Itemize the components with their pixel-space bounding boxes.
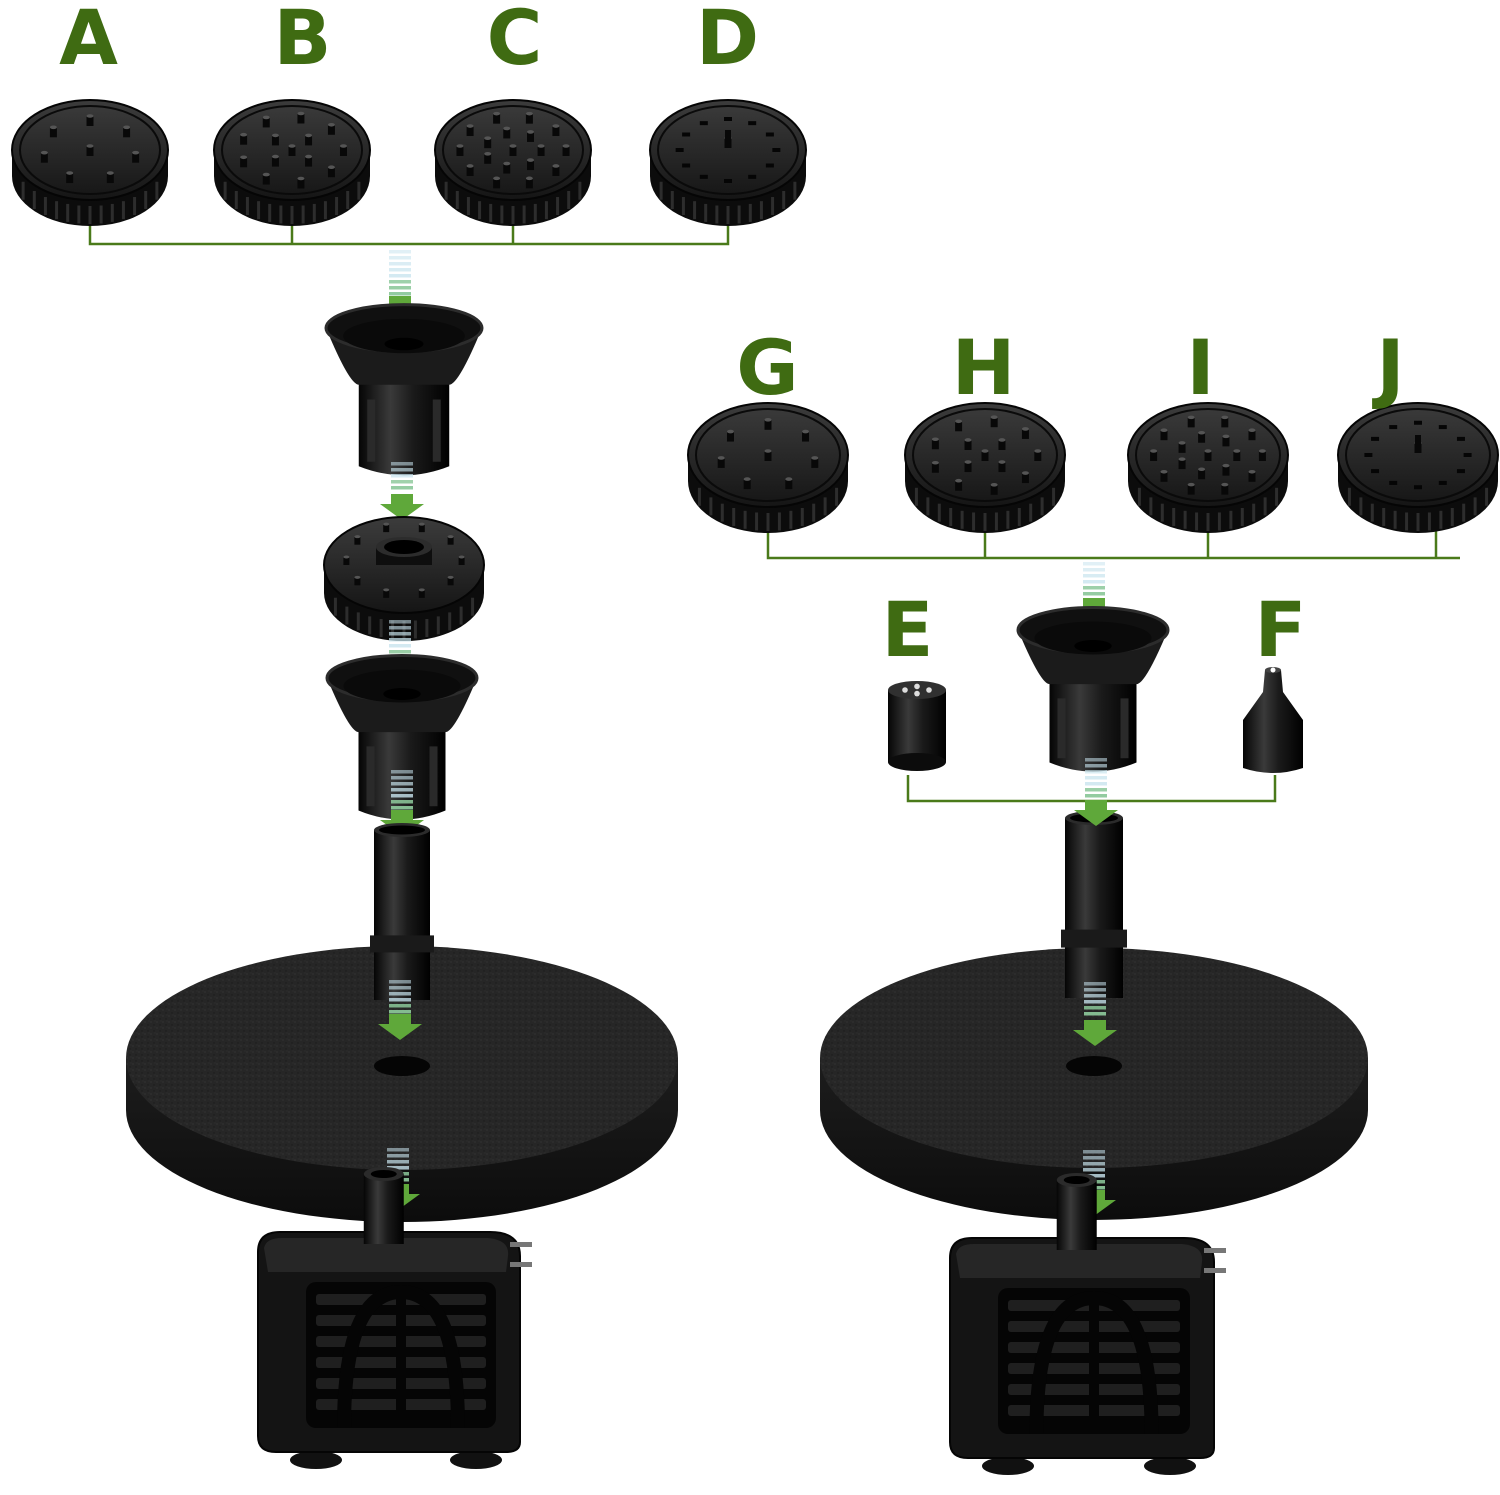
nozzle-disk-b: [213, 99, 371, 226]
label-i: I: [1186, 323, 1214, 412]
arrow-left-2: [380, 462, 424, 520]
label-d: D: [695, 0, 759, 82]
foam-board-right: [820, 948, 1368, 1220]
extension-tube-right: [1061, 811, 1127, 998]
extension-tube-left: [370, 823, 434, 1000]
label-a: A: [59, 0, 118, 82]
nozzle-disk-j: [1337, 402, 1499, 533]
funnel-nozzle-left-top: [324, 303, 484, 476]
label-c: C: [486, 0, 543, 82]
funnel-nozzle-right: [1016, 606, 1170, 772]
arrow-right-3: [1073, 982, 1117, 1046]
label-g: G: [736, 323, 798, 412]
pump-left: [257, 1167, 532, 1469]
nozzle-e: [888, 681, 946, 771]
label-j: J: [1376, 323, 1404, 412]
nozzle-disk-h: [904, 402, 1066, 533]
pump-right: [949, 1173, 1226, 1475]
funnel-nozzle-left-lower: [325, 654, 479, 820]
arrow-right-2: [1074, 758, 1118, 826]
label-e: E: [881, 585, 934, 674]
nozzle-f: [1243, 667, 1303, 773]
nozzle-disk-g: [687, 402, 849, 533]
nozzle-disk-a: [11, 99, 169, 226]
connector-ring-left: [323, 516, 485, 641]
label-b: B: [273, 0, 332, 82]
label-h: H: [951, 323, 1016, 412]
nozzle-disk-i: [1127, 402, 1289, 533]
nozzle-disk-c: [434, 99, 592, 226]
arrow-left-5: [378, 980, 422, 1040]
label-f: F: [1254, 585, 1307, 674]
nozzle-disk-d: [649, 99, 807, 226]
foam-board-left: [126, 946, 678, 1222]
